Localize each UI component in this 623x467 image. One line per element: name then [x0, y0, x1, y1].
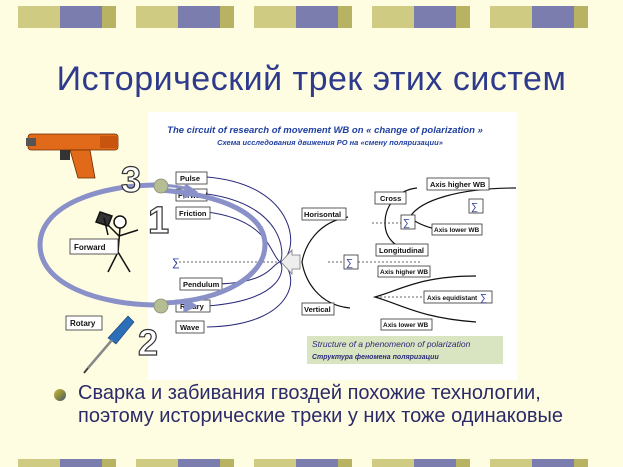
bullet-text: Сварка и забивания гвоздей похожие техно…: [78, 382, 563, 427]
right-boxes: Cross ∑ Longitudinal Axis higher WB ∑ Ax…: [374, 177, 493, 331]
diagram-footer-en: Structure of a phenomenon of polarizatio…: [312, 339, 471, 349]
box-wave: Wave: [180, 323, 199, 332]
sigma-cross: ∑: [403, 218, 410, 229]
sigma-right-top: ∑: [471, 202, 478, 213]
box-longitudinal: Longitudinal: [379, 246, 424, 255]
bottom-decor-band: [0, 459, 623, 467]
node-top: [153, 178, 169, 194]
diagram-footer-ru: Структура феномена поляризации: [312, 354, 439, 361]
cycle-arrowhead-bottom: [183, 298, 198, 313]
screwdriver-illustration: [83, 315, 135, 374]
box-axis-higher-1: Axis higher WB: [430, 180, 486, 189]
box-vertical: Vertical: [304, 305, 331, 314]
center-hollow-arrow: [280, 248, 301, 276]
nail-gun-illustration: [26, 133, 119, 179]
box-axis-higher-2: Axis higher WB: [380, 269, 428, 276]
diagram-footer-box: [307, 336, 503, 364]
box-pendulum: Pendulum: [183, 280, 220, 289]
sigma-center: ∑: [172, 257, 180, 269]
diagram-header-ru: Схема исследования движения РО на «смену…: [217, 138, 443, 147]
sigma-equidistant: ∑: [480, 293, 487, 304]
box-axis-lower-2: Axis lower WB: [383, 322, 428, 329]
label-rotary: Rotary: [70, 319, 96, 328]
box-pulse: Pulse: [180, 174, 200, 183]
sigma-middle: ∑: [346, 258, 353, 269]
bullet-dot-icon: [54, 389, 66, 401]
box-horisontal: Horisontal: [304, 210, 341, 219]
diagram-panel: [148, 112, 517, 380]
box-friction: Friction: [179, 209, 207, 218]
box-axis-equidistant: Axis equidistant: [427, 295, 478, 302]
hammer-person-illustration: [95, 211, 139, 273]
number-2: 2: [138, 322, 158, 363]
diagram-header-en: The circuit of research of movement WB o…: [167, 125, 483, 136]
top-decor-band: [0, 6, 623, 28]
number-1: 1: [148, 200, 169, 242]
middle-boxes: Horisontal Vertical ∑: [301, 207, 359, 316]
node-bottom: [153, 298, 169, 314]
branch-dotted: [328, 222, 425, 298]
box-axis-lower-1: Axis lower WB: [434, 227, 479, 234]
cycle-arrowhead-top: [183, 183, 198, 199]
number-3: 3: [121, 159, 141, 200]
label-forward: Forward: [74, 243, 106, 252]
box-cross: Cross: [380, 194, 401, 203]
slide-title: Исторический трек этих систем: [56, 60, 567, 98]
